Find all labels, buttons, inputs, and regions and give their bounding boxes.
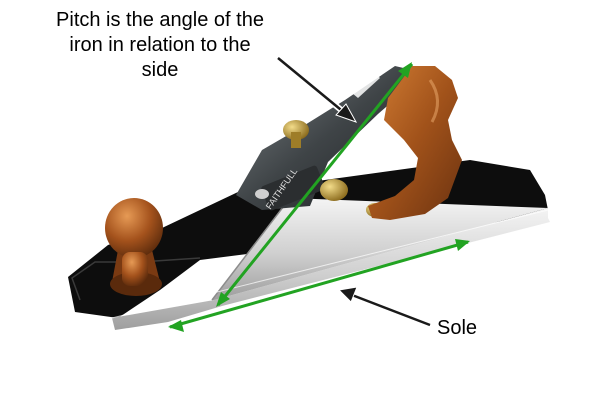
pitch-measure-arrow: [216, 62, 414, 307]
pitch-annotation-line-3: side: [141, 59, 179, 81]
pitch-annotation-line-1: Pitch is the angle of the: [56, 9, 264, 31]
sole-annotation: Sole: [437, 317, 478, 339]
rear-handle: [368, 66, 462, 220]
pitch-annotation: Pitch is the angle of the iron in relati…: [30, 8, 290, 83]
sole-measure-arrow: [168, 239, 470, 332]
sole-pointer-arrow: [337, 286, 432, 328]
plane-iron: [236, 66, 412, 211]
front-knob: [105, 198, 163, 296]
pitch-pointer-arrow: [276, 55, 358, 123]
pitch-annotation-line-2: iron in relation to the: [69, 34, 251, 56]
